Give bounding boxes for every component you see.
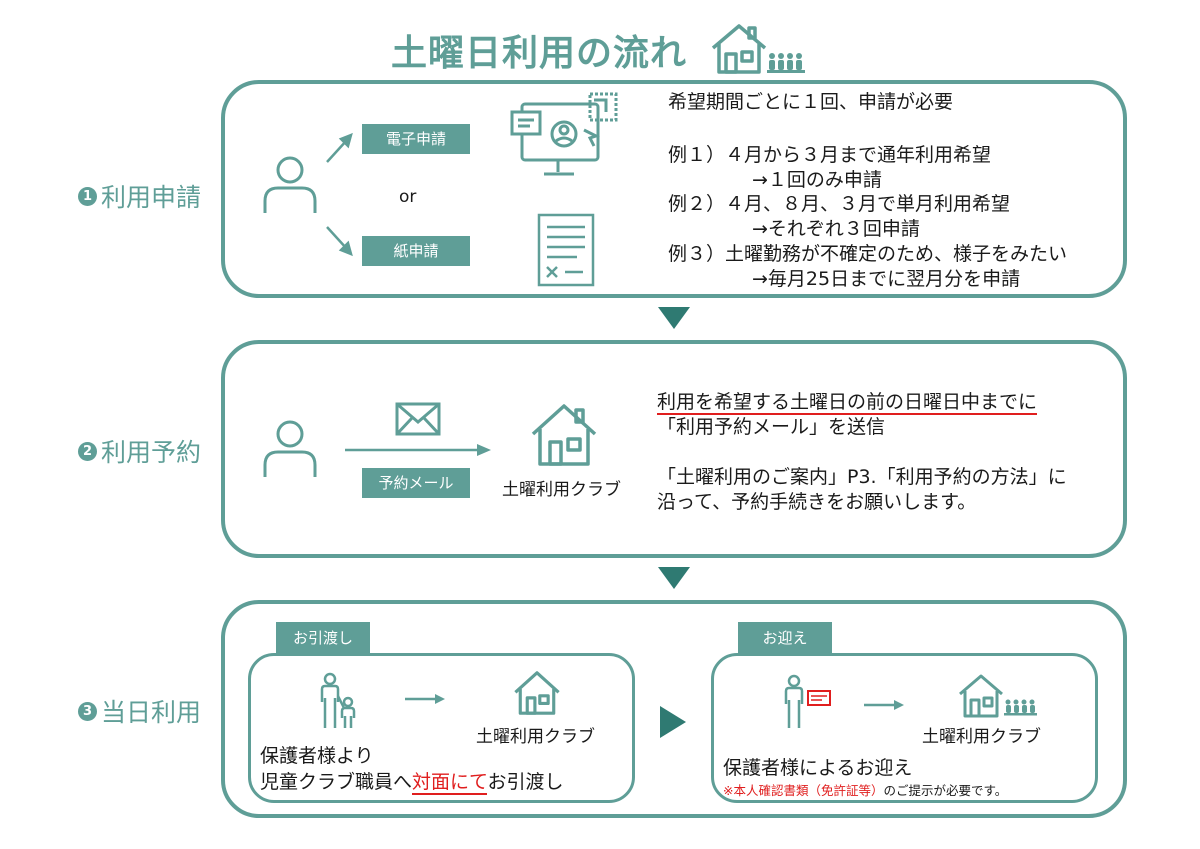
dropoff-arrow — [405, 694, 445, 704]
or-label: or — [399, 187, 417, 207]
house-family-icon — [959, 674, 1037, 718]
down-arrow-1 — [658, 307, 690, 329]
paper-form-icon — [537, 213, 595, 287]
step1-number: 1 — [78, 186, 97, 206]
dropoff-line1: 保護者様より — [260, 745, 374, 767]
club-label: 土曜利用クラブ — [502, 480, 621, 500]
dropoff-box — [248, 653, 635, 803]
dropoff-line2: 児童クラブ職員へ対面にてお引渡し — [260, 770, 564, 795]
step1-note-0: 希望期間ごとに１回、申請が必要 — [668, 91, 954, 113]
dropoff-line2-a: 児童クラブ職員へ — [260, 771, 413, 793]
computer-form-icon — [510, 92, 618, 176]
step2-note-1: 「利用予約メール」を送信 — [657, 416, 886, 438]
step3-number: 3 — [78, 701, 97, 721]
step2-number: 2 — [78, 441, 97, 461]
step1-note-4: →それぞれ３回申請 — [752, 218, 920, 240]
step2-note-3: 沿って、予約手続きをお願いします。 — [657, 491, 977, 513]
dropoff-line2-b: お引渡し — [487, 771, 564, 793]
dropoff-club-label: 土曜利用クラブ — [476, 727, 595, 747]
step1-note-6: →毎月25日までに翌月分を申請 — [752, 268, 1021, 290]
right-arrow — [345, 444, 491, 456]
reservation-mail-tag: 予約メール — [362, 468, 470, 498]
step2-title: 利用予約 — [101, 438, 202, 467]
step2-label: 2 利用予約 — [78, 433, 201, 469]
dropoff-tag: お引渡し — [276, 622, 370, 654]
right-triangle-arrow — [660, 706, 686, 738]
step3-label: 3 当日利用 — [78, 693, 201, 729]
step1-note-5: 例３）土曜勤務が不確定のため、様子をみたい — [668, 243, 1068, 265]
mail-icon — [395, 402, 441, 436]
step1-note-2: →１回のみ申請 — [752, 169, 882, 191]
paper-application-tag: 紙申請 — [362, 236, 470, 266]
person-icon — [263, 156, 317, 213]
page-title-row: 土曜日利用の流れ — [0, 22, 1200, 78]
house-icon — [531, 404, 597, 466]
house-icon — [514, 671, 560, 715]
step1-label: 1 利用申請 — [78, 178, 201, 214]
person-icon — [263, 420, 317, 477]
pickup-note-mark: ※ — [723, 783, 734, 798]
pickup-tag: お迎え — [738, 622, 832, 654]
pickup-box — [711, 653, 1098, 803]
step2-note-0: 利用を希望する土曜日の前の日曜日中までに — [657, 390, 1038, 415]
page-title: 土曜日利用の流れ — [390, 33, 687, 74]
pickup-note-rest: のご提示が必要です。 — [883, 783, 1008, 798]
parent-id-icon — [784, 674, 831, 728]
house-family-icon — [711, 24, 805, 74]
pickup-line1: 保護者様によるお迎え — [723, 757, 913, 779]
pickup-arrow — [864, 700, 904, 710]
pickup-note: ※本人確認書類（免許証等）のご提示が必要です。 — [723, 780, 1007, 799]
electronic-application-tag: 電子申請 — [362, 124, 470, 154]
pickup-club-label: 土曜利用クラブ — [922, 727, 1041, 747]
branch-arrows — [326, 132, 353, 257]
parent-child-icon — [320, 672, 356, 728]
pickup-note-id: 本人確認書類（免許証等） — [733, 783, 884, 798]
step2-note-2: 「土曜利用のご案内」P3.「利用予約の方法」に — [657, 466, 1067, 488]
down-arrow-2 — [658, 567, 690, 589]
step1-title: 利用申請 — [101, 183, 202, 212]
dropoff-face-to-face: 対面にて — [412, 771, 488, 795]
step3-title: 当日利用 — [101, 698, 202, 727]
step1-note-1: 例１）４月から３月まで通年利用希望 — [668, 144, 992, 166]
step1-note-3: 例２）４月、８月、３月で単月利用希望 — [668, 193, 1011, 215]
step2-deadline-text: 利用を希望する土曜日の前の日曜日中までに — [657, 391, 1038, 415]
